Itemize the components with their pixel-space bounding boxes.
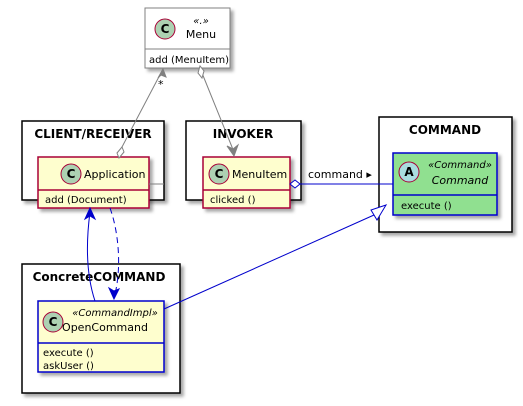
edge-command-label: command ▸ <box>308 168 372 181</box>
edge-menu-menuitem <box>197 64 240 158</box>
class-menu-stereotype: «.» <box>193 16 209 27</box>
class-opencommand-stereotype: «CommandImpl» <box>72 308 158 319</box>
class-command-member: execute () <box>401 201 452 212</box>
arrowhead-icon <box>83 206 97 221</box>
edge-opencommand-command <box>163 204 388 310</box>
class-badge-icon <box>154 18 176 40</box>
class-menu-name: Menu <box>186 28 216 41</box>
edge-application-opencommand <box>107 207 121 301</box>
package-invoker-title: INVOKER <box>213 127 274 141</box>
class-command[interactable]: A «Command» Command execute () <box>392 152 498 216</box>
class-badge-icon <box>60 163 82 185</box>
aggregation-diamond-icon <box>197 64 205 80</box>
arrowhead-icon <box>226 143 240 158</box>
class-application[interactable]: C Application add (Document) <box>37 156 150 209</box>
class-menuitem[interactable]: C MenuItem clicked () <box>202 156 291 209</box>
class-opencommand-name: OpenCommand <box>62 321 148 334</box>
class-application-name: Application <box>84 168 145 181</box>
class-badge-letter: C <box>161 22 170 36</box>
class-application-member: add (Document) <box>45 195 127 206</box>
arrowhead-icon <box>107 286 121 301</box>
abstract-badge-icon <box>398 161 420 183</box>
package-client-receiver-title: CLIENT/RECEIVER <box>34 127 151 141</box>
edge-multiplicity: * <box>158 78 164 91</box>
generalization-arrow-icon <box>370 204 388 221</box>
aggregation-diamond-icon <box>116 146 125 159</box>
abstract-badge-letter: A <box>404 165 414 179</box>
edge-menuitem-command: command ▸ <box>289 168 393 189</box>
class-menu[interactable]: C «.» Menu add (MenuItem) <box>144 7 231 69</box>
package-concrete-command-title: ConcreteCOMMAND <box>33 270 166 284</box>
arrowhead-icon <box>157 67 167 79</box>
class-badge-letter: C <box>215 167 224 181</box>
class-badge-icon <box>208 163 230 185</box>
class-menuitem-name: MenuItem <box>232 168 287 181</box>
edge-opencommand-application <box>83 206 97 302</box>
aggregation-diamond-icon <box>289 179 301 189</box>
class-opencommand-member-askuser: askUser () <box>43 361 94 372</box>
class-badge-letter: C <box>67 167 76 181</box>
class-badge-letter: C <box>49 315 58 329</box>
package-command-title: COMMAND <box>409 123 481 137</box>
class-opencommand[interactable]: C «CommandImpl» OpenCommand execute () a… <box>37 300 165 373</box>
class-menu-member: add (MenuItem) <box>149 55 229 66</box>
class-opencommand-member-execute: execute () <box>43 348 94 359</box>
class-badge-icon <box>42 311 64 333</box>
class-command-stereotype: «Command» <box>428 160 492 171</box>
class-menuitem-member: clicked () <box>210 195 256 206</box>
class-command-name: Command <box>432 174 490 187</box>
edge-menu-application: * <box>116 67 167 159</box>
